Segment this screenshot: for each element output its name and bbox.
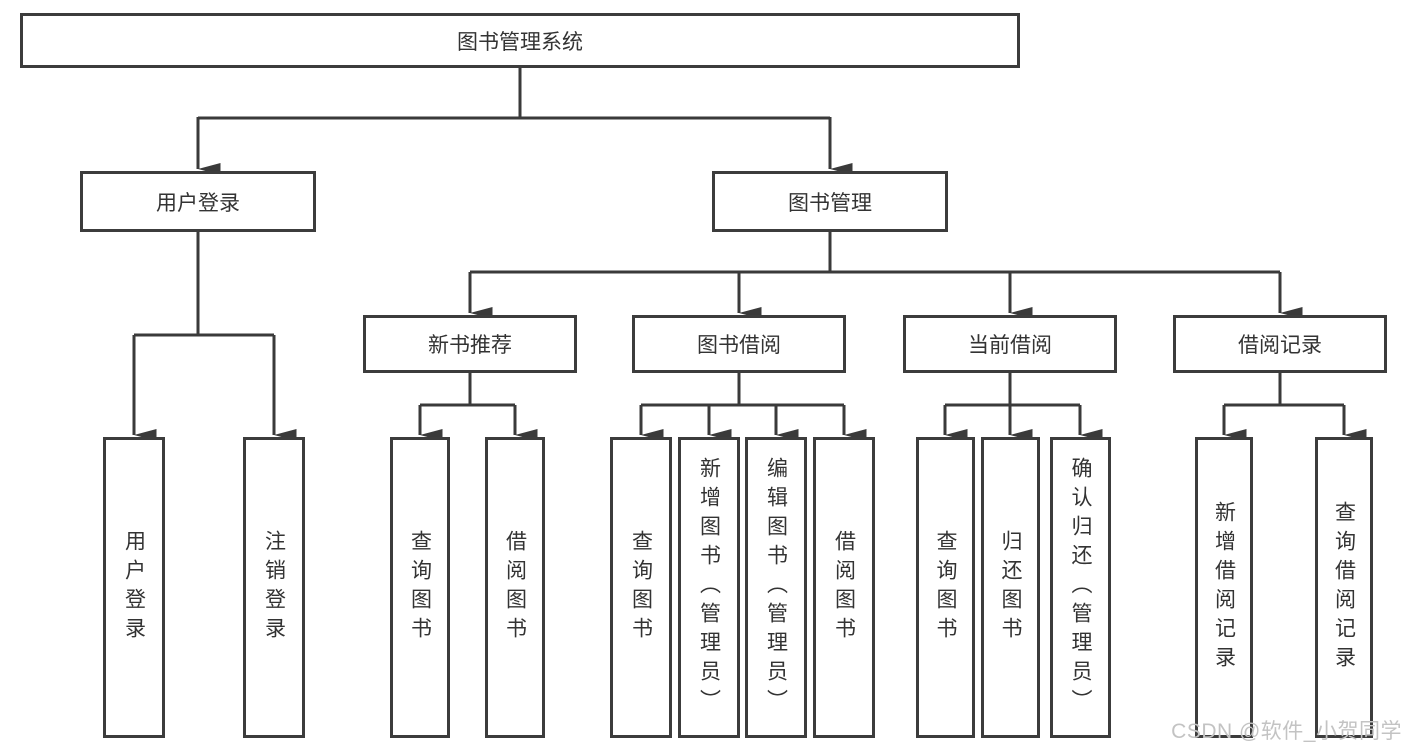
leaf-user-login: 用户登录	[103, 437, 165, 738]
leaf-br-add-record: 新增借阅记录	[1195, 437, 1253, 738]
node-book-borrow-label: 图书借阅	[697, 334, 781, 357]
leaf-nb-query-books: 查询图书	[390, 437, 450, 738]
leaf-cb-return-books: 归还图书	[981, 437, 1040, 738]
leaf-cb-query-books: 查询图书	[916, 437, 975, 738]
leaf-bb-add-books-admin-label: 新增图书（管理员）	[697, 457, 721, 718]
leaf-bb-query-books-label: 查询图书	[629, 529, 653, 646]
connector-root-to-level2	[198, 68, 830, 120]
leaf-logout: 注销登录	[243, 437, 305, 738]
node-book-borrow: 图书借阅	[632, 315, 846, 373]
node-root-label: 图书管理系统	[457, 30, 583, 54]
connector-borrow-records	[1224, 373, 1344, 407]
leaf-br-query-record: 查询借阅记录	[1315, 437, 1373, 738]
connector-book-borrow	[641, 373, 844, 407]
node-root: 图书管理系统	[20, 13, 1020, 68]
node-current-borrow: 当前借阅	[903, 315, 1117, 373]
node-current-borrow-label: 当前借阅	[968, 334, 1052, 357]
leaf-br-add-record-label: 新增借阅记录	[1212, 500, 1236, 675]
leaf-nb-borrow-books: 借阅图书	[485, 437, 545, 738]
connector-book-mgmt	[470, 232, 1280, 274]
node-book-mgmt-label: 图书管理	[788, 191, 872, 215]
leaf-bb-edit-books-admin-label: 编辑图书（管理员）	[764, 457, 788, 718]
leaf-bb-borrow-books-label: 借阅图书	[832, 529, 856, 646]
leaf-br-query-record-label: 查询借阅记录	[1332, 500, 1356, 675]
leaf-nb-borrow-books-label: 借阅图书	[503, 529, 527, 646]
node-new-books: 新书推荐	[363, 315, 577, 373]
connector-current-borrow	[945, 373, 1080, 407]
leaf-cb-confirm-return-admin-label: 确认归还（管理员）	[1069, 457, 1092, 718]
node-borrow-records-label: 借阅记录	[1238, 334, 1322, 357]
leaf-nb-query-books-label: 查询图书	[408, 529, 432, 646]
csdn-watermark: CSDN @软件_小贺同学	[1171, 720, 1402, 743]
leaf-bb-edit-books-admin: 编辑图书（管理员）	[745, 437, 807, 738]
node-book-mgmt: 图书管理	[712, 171, 948, 232]
leaf-bb-add-books-admin: 新增图书（管理员）	[678, 437, 740, 738]
connector-user-login	[134, 232, 274, 337]
leaf-cb-return-books-label: 归还图书	[999, 529, 1022, 646]
node-borrow-records: 借阅记录	[1173, 315, 1387, 373]
node-new-books-label: 新书推荐	[428, 334, 512, 357]
leaf-bb-query-books: 查询图书	[610, 437, 672, 738]
leaf-logout-label: 注销登录	[262, 529, 286, 646]
node-user-login-label: 用户登录	[156, 191, 240, 215]
node-user-login: 用户登录	[80, 171, 316, 232]
leaf-cb-query-books-label: 查询图书	[934, 529, 957, 646]
leaf-cb-confirm-return-admin: 确认归还（管理员）	[1050, 437, 1111, 738]
leaf-user-login-label: 用户登录	[122, 529, 146, 646]
leaf-bb-borrow-books: 借阅图书	[813, 437, 875, 738]
connector-new-books	[420, 373, 515, 407]
